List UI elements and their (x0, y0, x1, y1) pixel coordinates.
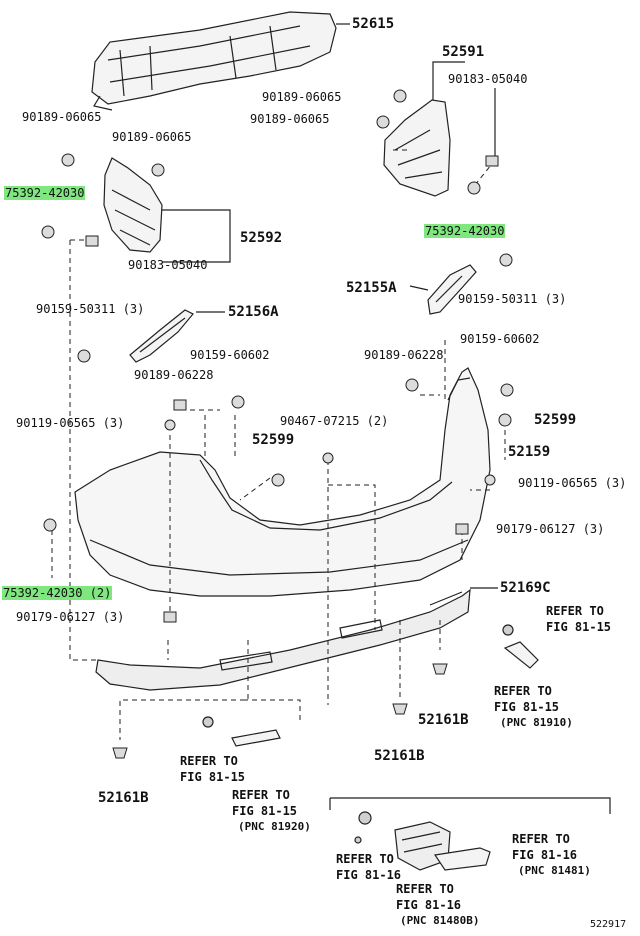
label-52615[interactable]: 52615 (352, 16, 395, 32)
reinforcement-52615 (91, 11, 337, 111)
label-90119-06565[interactable]: 90119-06565 (3) (518, 476, 627, 490)
retainer-52155A (427, 264, 477, 315)
bracket-52591 (383, 99, 451, 197)
label-52159[interactable]: 52159 (508, 444, 551, 460)
label-52161B[interactable]: 52161B (418, 712, 469, 728)
label-90179-06127[interactable]: 90179-06127 (3) (16, 610, 125, 624)
label-52592[interactable]: 52592 (240, 230, 283, 246)
label-90189-06065[interactable]: 90189-06065 (22, 110, 102, 124)
label-52155A[interactable]: 52155A (346, 280, 397, 296)
label-90189-06065[interactable]: 90189-06065 (262, 90, 342, 104)
refer-to-label: REFER TO (396, 882, 454, 896)
label-90189-06065[interactable]: 90189-06065 (112, 130, 192, 144)
label-52599[interactable]: 52599 (252, 432, 295, 448)
label-90189-06228[interactable]: 90189-06228 (134, 368, 214, 382)
refer-to-label: REFER TO (512, 832, 570, 846)
figure-id: 522917 (590, 919, 627, 930)
refer-to-label: REFER TO (494, 684, 552, 698)
refer-to-label: REFER TO (180, 754, 238, 768)
label-52161B[interactable]: 52161B (374, 748, 425, 764)
label-90189-06228[interactable]: 90189-06228 (364, 348, 444, 362)
bracket-52592 (103, 157, 163, 253)
retainer-52156A (129, 309, 194, 363)
label-90159-50311[interactable]: 90159-50311 (3) (36, 302, 145, 316)
pnc-label: (PNC 81480B) (400, 914, 480, 927)
pnc-label: (PNC 81910) (500, 716, 573, 729)
refer-to-label: REFER TO (546, 604, 604, 618)
pnc-label: (PNC 81481) (518, 864, 591, 877)
label-90159-50311[interactable]: 90159-50311 (3) (458, 292, 567, 306)
refer-to-fig-link[interactable]: FIG 81-15 (180, 770, 246, 784)
lower-garnish-52169C (95, 588, 471, 691)
fasteners (41, 89, 514, 759)
bumper-cover-52159 (74, 367, 491, 597)
label-90159-60602[interactable]: 90159-60602 (460, 332, 540, 346)
reflector-left (231, 729, 281, 747)
pnc-label: (PNC 81920) (238, 820, 311, 833)
refer-to-label: REFER TO (232, 788, 290, 802)
reflector-right (503, 641, 539, 669)
label-90183-05040[interactable]: 90183-05040 (448, 72, 528, 86)
label-52156A[interactable]: 52156A (228, 304, 279, 320)
label-90119-06565[interactable]: 90119-06565 (3) (16, 416, 125, 430)
refer-to-fig-link[interactable]: FIG 81-16 (336, 868, 402, 882)
label-90467-07215[interactable]: 90467-07215 (2) (280, 414, 389, 428)
label-52161B[interactable]: 52161B (98, 790, 149, 806)
refer-to-fig-link[interactable]: FIG 81-16 (512, 848, 578, 862)
label-90183-05040[interactable]: 90183-05040 (128, 258, 208, 272)
label-90189-06065[interactable]: 90189-06065 (250, 112, 330, 126)
sensor-assembly (354, 811, 491, 871)
label-52169C[interactable]: 52169C (500, 580, 551, 596)
refer-to-fig-link[interactable]: FIG 81-16 (396, 898, 462, 912)
refer-to-fig-link[interactable]: FIG 81-15 (546, 620, 612, 634)
label-52599[interactable]: 52599 (534, 412, 577, 428)
label-75392-42030-highlighted[interactable]: 75392-42030 (424, 224, 506, 238)
refer-to-label: REFER TO (336, 852, 394, 866)
label-90179-06127[interactable]: 90179-06127 (3) (496, 522, 605, 536)
label-75392-42030-highlighted[interactable]: 75392-42030 (4, 186, 86, 200)
label-90159-60602[interactable]: 90159-60602 (190, 348, 270, 362)
refer-to-fig-link[interactable]: FIG 81-15 (232, 804, 298, 818)
label-75392-42030-highlighted[interactable]: 75392-42030 (2) (2, 586, 113, 600)
refer-to-fig-link[interactable]: FIG 81-15 (494, 700, 560, 714)
label-52591[interactable]: 52591 (442, 44, 485, 60)
